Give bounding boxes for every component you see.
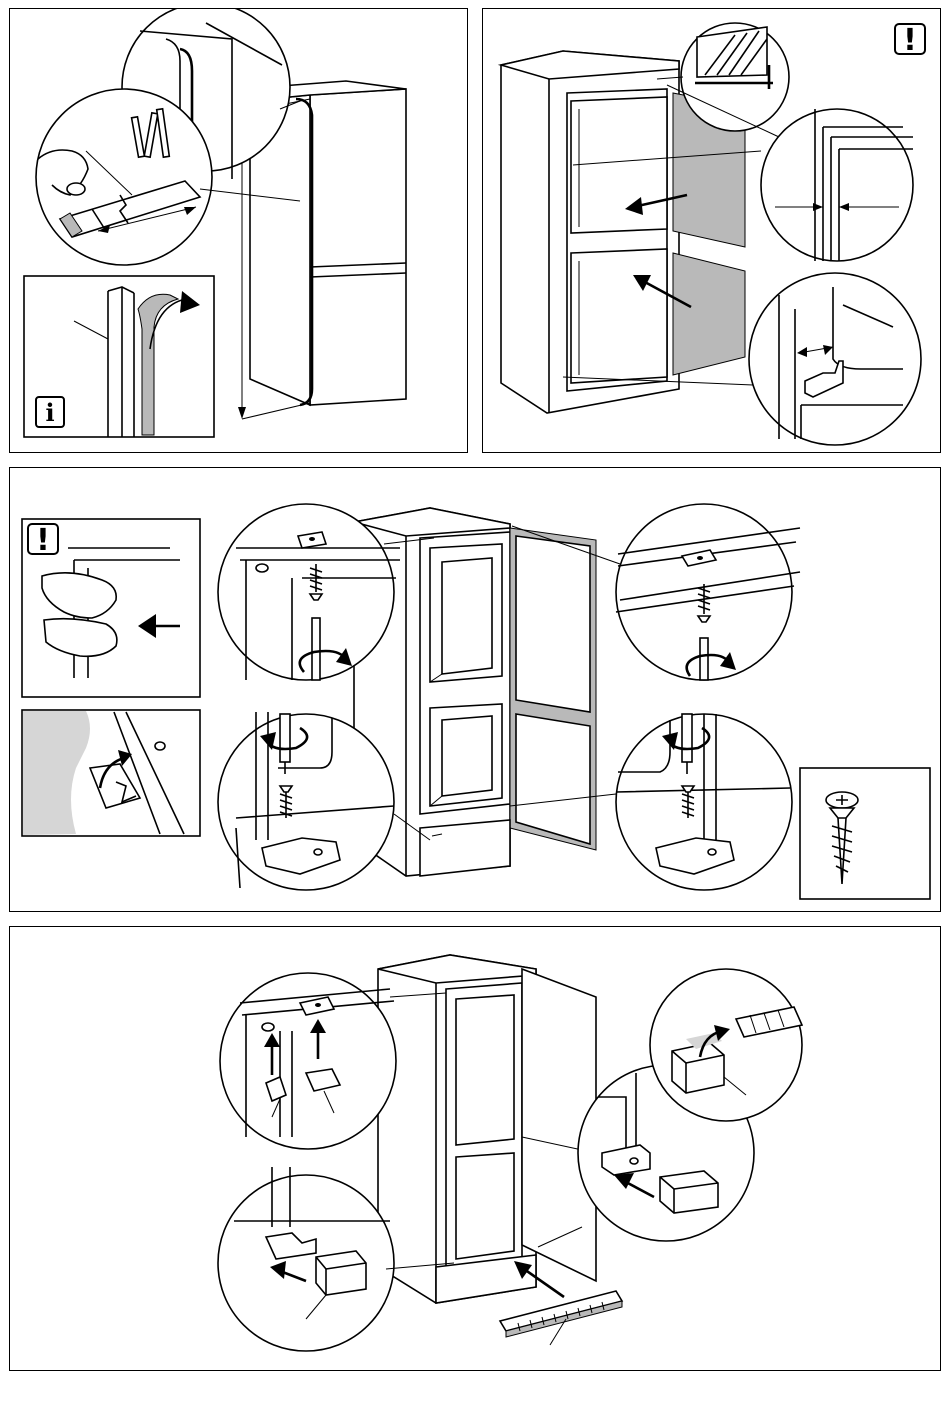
- step-panel-fix-screws: !: [9, 467, 941, 912]
- warning-icon: !: [28, 523, 58, 558]
- warning-icon: !: [895, 23, 925, 58]
- appliance-open-door: [378, 955, 596, 1303]
- warning-symbol-inset: !: [36, 523, 50, 558]
- screw-legend: [800, 768, 930, 899]
- magnifier-cut-block: [650, 969, 802, 1121]
- step-1-illustration: i: [10, 9, 467, 452]
- screwdriver-icon: [700, 638, 708, 680]
- step-panel-caps-and-grille: [9, 926, 941, 1371]
- info-inset-seal: i: [24, 276, 214, 437]
- inset-hinge-cover: [22, 710, 200, 836]
- info-symbol: i: [45, 398, 54, 427]
- step-4-illustration: [10, 927, 940, 1370]
- screwdriver-icon: [312, 618, 320, 680]
- warning-symbol: !: [903, 23, 917, 58]
- step-panel-align-doors: !: [482, 8, 941, 453]
- step-2-illustration: !: [483, 9, 940, 452]
- step-3-illustration: !: [10, 468, 940, 911]
- info-icon: i: [36, 397, 64, 427]
- inset-push-appliance: !: [22, 519, 200, 697]
- step-panel-measure: i: [9, 8, 468, 453]
